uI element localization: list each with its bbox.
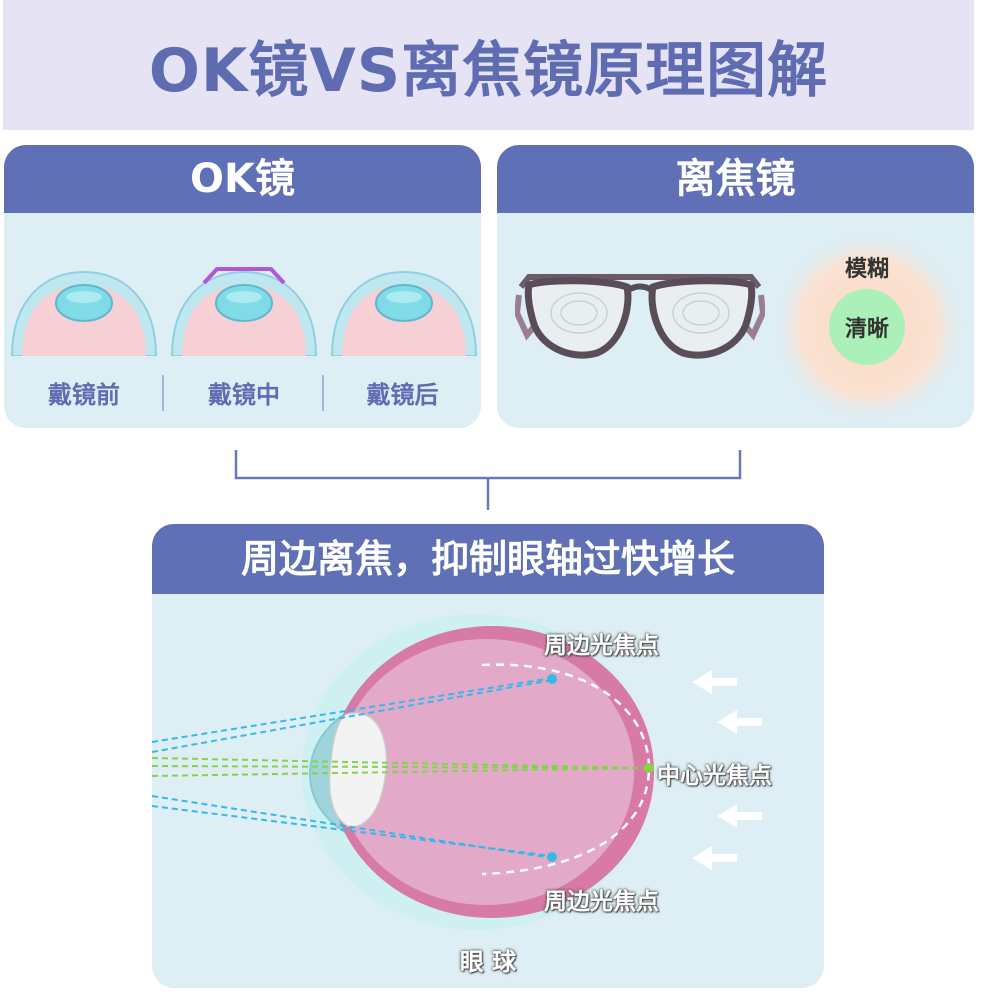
clear-zone (829, 289, 905, 365)
bottom-peripheral-focus-point (547, 852, 557, 862)
eyeball-label: 眼 球 (459, 948, 517, 976)
stage-divider (322, 375, 324, 411)
blur-label: 模糊 (844, 257, 889, 282)
defocus-lens-heading: 离焦镜 (497, 145, 974, 213)
peripheral-rays-bottom (152, 795, 553, 859)
eye-lens (328, 712, 388, 828)
title-band: OK镜VS离焦镜原理图解 (3, 0, 974, 130)
peripheral-defocus-heading: 周边离焦，抑制眼轴过快增长 (152, 524, 824, 594)
stage-label-after: 戴镜后 (366, 381, 439, 409)
ok-lens-heading: OK镜 (4, 145, 481, 213)
compression-arrow-icon (692, 670, 762, 870)
peripheral-rays-top (152, 677, 553, 753)
stage-label-before: 戴镜前 (48, 381, 120, 409)
clear-label: 清晰 (844, 317, 889, 342)
center-focus-label: 中心光焦点 (657, 763, 772, 789)
cornea-stages-illustration (10, 267, 478, 356)
top-focus-label: 周边光焦点 (544, 633, 659, 659)
stage-label-during: 戴镜中 (208, 381, 280, 409)
stage-divider (162, 375, 164, 411)
eye-before-icon (10, 270, 158, 356)
vision-zones-graphic (771, 229, 967, 425)
glasses-illustration (515, 274, 765, 359)
top-peripheral-focus-point (547, 674, 557, 684)
ok-lens-panel: OK镜 (4, 145, 481, 428)
bottom-focus-label: 周边光焦点 (544, 889, 659, 915)
eyeball-diagram (152, 614, 762, 930)
peripheral-defocus-panel: 周边离焦，抑制眼轴过快增长 (152, 524, 824, 988)
defocus-lens-panel: 离焦镜 模糊 清晰 (497, 145, 974, 428)
central-focus-point (644, 763, 654, 773)
connector-bracket (234, 450, 742, 510)
central-rays (152, 757, 650, 777)
eye-during-icon (170, 267, 318, 356)
page-title: OK镜VS离焦镜原理图解 (148, 36, 829, 106)
eye-after-icon (330, 270, 478, 356)
